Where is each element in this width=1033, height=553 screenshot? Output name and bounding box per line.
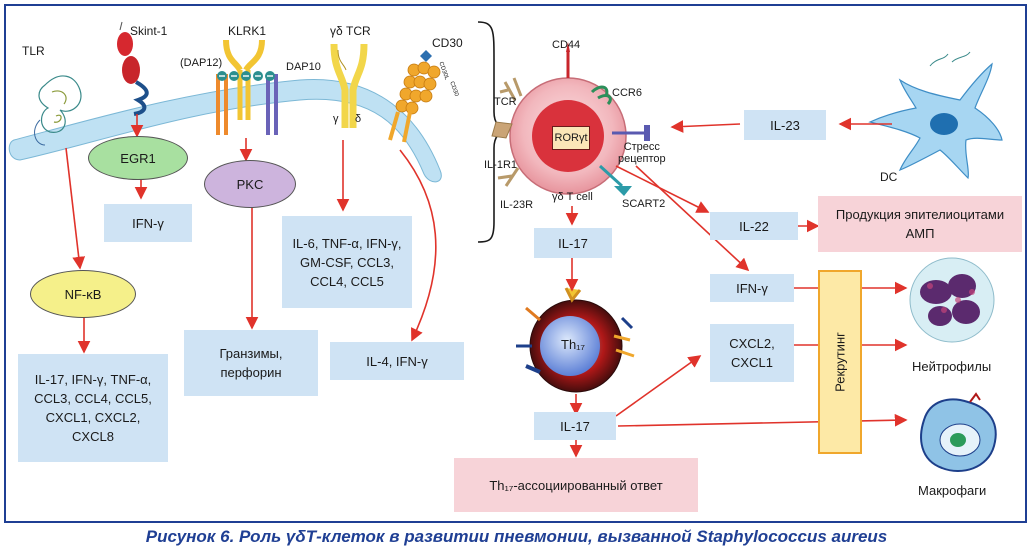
cxcl-box: CXCL2, CXCL1 xyxy=(710,324,794,382)
gd-t-cell-graphic xyxy=(491,42,650,196)
il22-box: IL-22 xyxy=(710,212,798,240)
th17-response-box: Th₁₇-ассоциированный ответ xyxy=(454,458,698,512)
amp-production-box: Продукция эпителиоцитами АМП xyxy=(818,196,1022,252)
cd30-receptor-graphic xyxy=(388,50,441,143)
tcr-cytokines-box: IL-6, TNF-α, IFN-γ, GM-CSF, CCL3, CCL4, … xyxy=(282,216,412,308)
macrophages-label: Макрофаги xyxy=(918,483,987,498)
klrk1-label: KLRK1 xyxy=(228,24,267,38)
gd-tcr-label: γδ TCR xyxy=(330,24,371,38)
cd30-label: CD30 xyxy=(432,36,463,50)
macrophage-graphic xyxy=(920,392,997,472)
dendritic-cell-graphic xyxy=(868,51,1003,180)
neutrophil-graphic xyxy=(909,257,995,343)
egr1-node: EGR1 xyxy=(88,136,188,180)
gd-tcr-receptor-graphic xyxy=(330,43,368,128)
skint1-receptor-graphic xyxy=(117,21,149,116)
scart2-label: SCART2 xyxy=(622,198,666,210)
ror-gt-label: RORγt xyxy=(552,126,590,150)
th17-cell-graphic xyxy=(516,287,635,393)
il4-ifng-box: IL-4, IFN-γ xyxy=(330,342,464,380)
il23-box: IL-23 xyxy=(744,110,826,140)
dc-label: DC xyxy=(880,170,898,184)
klrk1-receptor-graphic xyxy=(216,39,278,135)
il17-top-box: IL-17 xyxy=(534,228,612,258)
il17-bottom-box: IL-17 xyxy=(534,412,616,440)
figure-caption: Рисунок 6. Роль γδТ-клеток в развитии пн… xyxy=(145,527,888,546)
recruitment-label: Рекрутинг xyxy=(832,332,848,392)
stress-receptor-label: Стресс рецептор xyxy=(618,141,666,165)
nfkb-cytokines-box: IL-17, IFN-γ, TNF-α, CCL3, CCL4, CCL5, C… xyxy=(18,354,168,462)
tlr-receptor-graphic xyxy=(34,75,82,146)
nfkb-node: NF-κB xyxy=(30,270,136,318)
dap12-label: (DAP12) xyxy=(180,57,223,69)
dap10-label: DAP10 xyxy=(286,61,321,73)
ifng-egr1-box: IFN-γ xyxy=(104,204,192,242)
pkc-node: PKC xyxy=(204,160,296,208)
tcr-label: TCR xyxy=(494,96,517,108)
il1r1-label: IL-1R1 xyxy=(484,159,518,171)
th17-label: Th₁₇ xyxy=(561,337,586,352)
ccr6-label: CCR6 xyxy=(612,87,642,99)
figure-frame xyxy=(4,4,1027,523)
neutrophils-label: Нейтрофилы xyxy=(912,359,992,374)
gd-t-cell-label: γδ T cell xyxy=(552,191,593,203)
recruitment-bar: Рекрутинг xyxy=(818,270,862,454)
skint1-label: Skint-1 xyxy=(130,24,168,38)
ifng-right-box: IFN-γ xyxy=(710,274,794,302)
granzymes-box: Гранзимы, перфорин xyxy=(184,330,318,396)
gamma-chain-label: γ xyxy=(333,113,339,125)
il23r-label: IL-23R xyxy=(500,199,534,211)
cd44-label: CD44 xyxy=(552,39,581,51)
delta-chain-label: δ xyxy=(355,113,362,125)
tlr-label: TLR xyxy=(22,44,45,58)
